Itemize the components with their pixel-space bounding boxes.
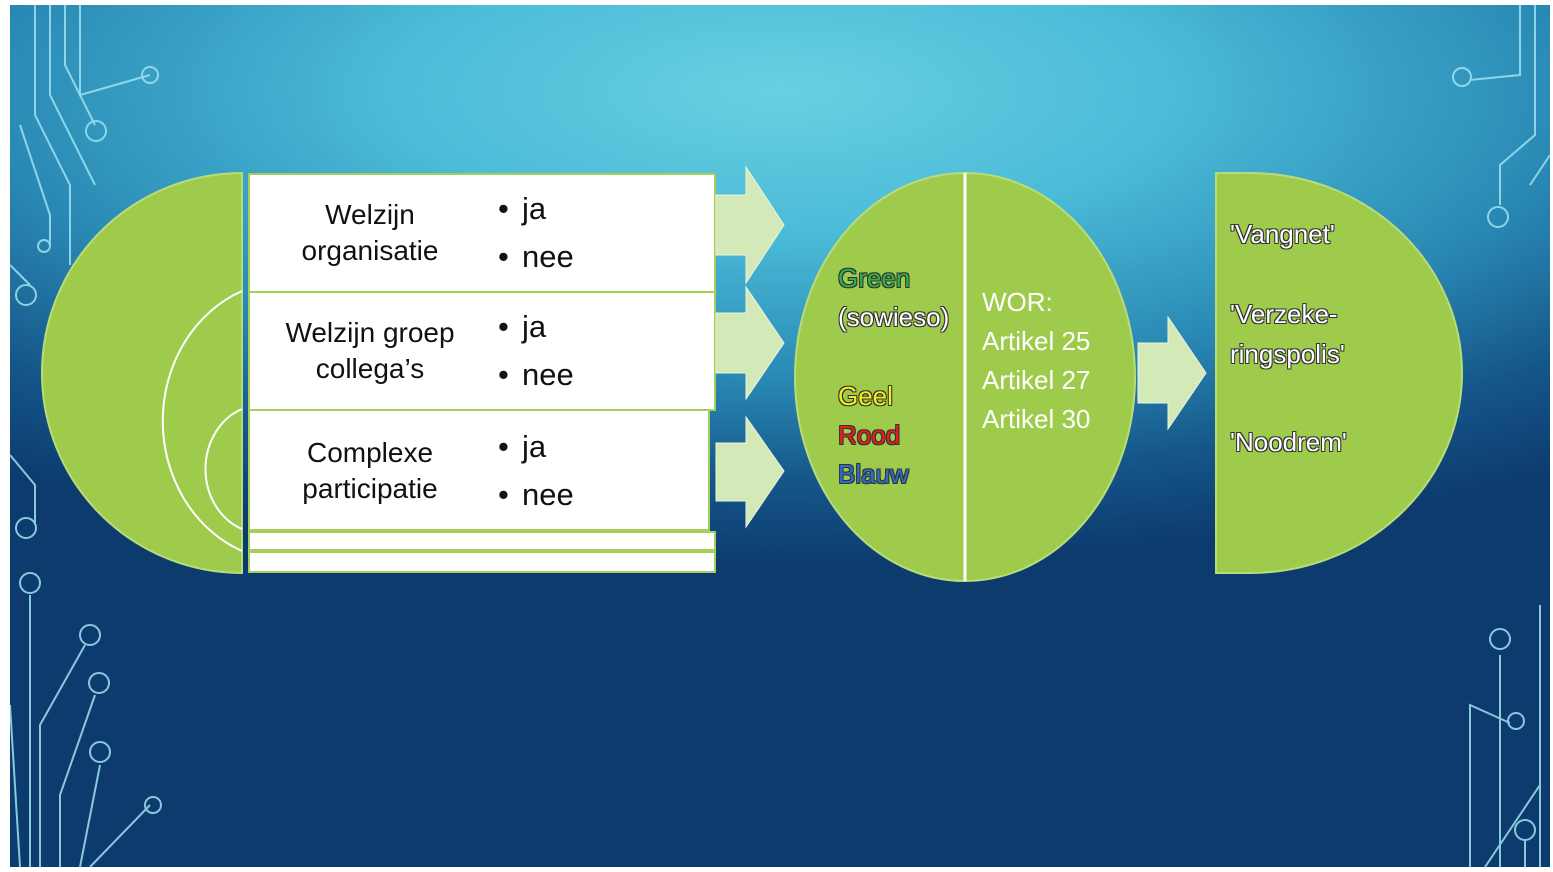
arrow-right-2 (715, 285, 785, 401)
bullet: • (498, 191, 509, 226)
outcome-half-circle (1215, 172, 1463, 574)
row-box-1: Welzijn organisatie • ja • nee (248, 173, 716, 293)
circuit-decoration (10, 5, 1550, 867)
option-nee: • nee (498, 239, 574, 275)
oval-left-item: (sowieso) (838, 302, 950, 332)
option-ja: • ja (498, 429, 546, 465)
arrow-right-4 (1137, 315, 1207, 431)
option-text: nee (522, 239, 574, 274)
article-item: Artikel 25 (982, 326, 1091, 356)
arrow-right-3 (715, 415, 785, 529)
row-label-1: Welzijn organisatie (250, 197, 490, 269)
bullet: • (498, 239, 509, 274)
decision-oval (794, 172, 1136, 582)
oval-right-list: WOR: Artikel 25 Artikel 27 Artikel 30 (982, 283, 1090, 439)
option-ja: • ja (498, 191, 546, 227)
option-text: nee (522, 477, 574, 512)
row-label-line: participatie (302, 473, 438, 504)
option-text: nee (522, 357, 574, 392)
bullet: • (498, 357, 509, 392)
oval-left-item: Rood (838, 420, 901, 450)
bullet: • (498, 429, 509, 464)
bullet: • (498, 309, 509, 344)
article-item: Artikel 30 (982, 404, 1091, 434)
oval-left-item: Geel (838, 381, 893, 411)
row-box-3: Complexe participatie • ja • nee (248, 409, 710, 531)
outcome-noodrem: 'Noodrem' (1230, 427, 1347, 457)
slide: Welzijn organisatie • ja • nee Welzijn gro… (10, 5, 1550, 867)
flow-shapes (715, 165, 1463, 582)
option-nee: • nee (498, 357, 574, 393)
row-label-line: Welzijn groep (285, 317, 455, 348)
option-text: ja (522, 191, 547, 226)
wor-label: WOR: (982, 287, 1053, 317)
row-label-3: Complexe participatie (250, 435, 490, 507)
arrow-right-1 (715, 165, 785, 285)
row-label-2: Welzijn groep collega’s (250, 315, 490, 387)
oval-left-item: Blauw (838, 459, 909, 489)
nested-semicircles (41, 171, 243, 575)
oval-left-item: Green (838, 263, 911, 293)
row-label-line: collega’s (315, 353, 425, 384)
outcome-vangnet: 'Vangnet' (1230, 219, 1335, 249)
outcome-verzekeringspolis-line2: ringspolis' (1230, 339, 1345, 369)
row-label-line: Complexe (306, 437, 434, 468)
option-text: ja (522, 309, 547, 344)
article-item: Artikel 27 (982, 365, 1091, 395)
row-strip (248, 551, 716, 573)
option-ja: • ja (498, 309, 546, 345)
bullet: • (498, 477, 509, 512)
row-label-line: organisatie (301, 235, 439, 266)
option-nee: • nee (498, 477, 574, 513)
row-label-line: Welzijn (325, 199, 415, 230)
option-text: ja (522, 429, 547, 464)
outcome-verzekeringspolis-line1: 'Verzeke- (1230, 299, 1338, 329)
row-box-2: Welzijn groep collega’s • ja • nee (248, 291, 716, 411)
row-strip (248, 531, 716, 551)
